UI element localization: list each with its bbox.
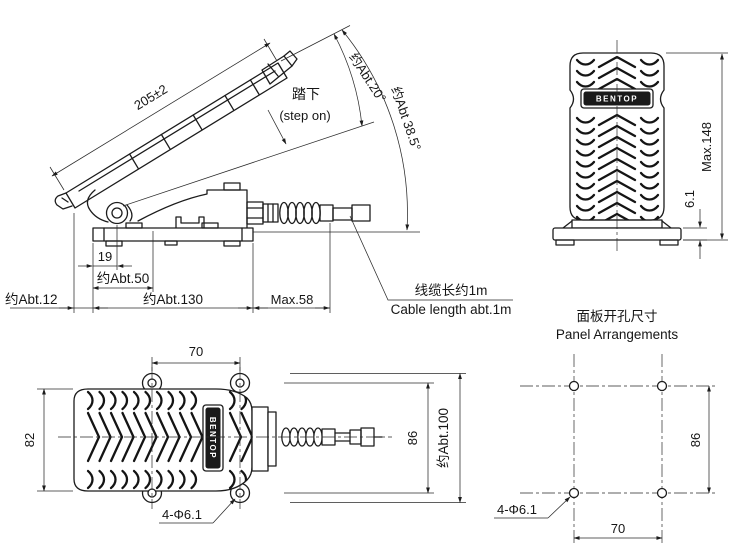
holes-callout-top [159,498,236,524]
panel-title-zh: 面板开孔尺寸 [577,309,658,324]
dim-abt-50-text: 约Abt.50 [97,271,150,286]
dim-6-1-text: 6.1 [682,190,697,208]
dim-abt-100 [290,373,466,503]
dim-86-top-text: 86 [405,431,420,445]
cable-cap [251,406,277,472]
cable-assembly [246,201,371,225]
cable-note-en: Cable length abt.1m [391,302,512,317]
dim-19-text: 19 [98,249,112,264]
brand-label-front: BENTOP [596,95,638,104]
dim-abt-100-text: 约Abt.100 [436,408,451,468]
dim-extension-lines [73,213,331,313]
dim-70-top-text: 70 [189,344,203,359]
pedal-plate [54,50,298,210]
dim-70-top [151,357,241,371]
holes-callout-panel [494,496,571,519]
dim-86-panel-text: 86 [688,433,703,447]
switch-body [92,182,254,247]
panel-title-en: Panel Arrangements [556,327,679,342]
dim-82 [37,388,73,492]
front-view: BENTOP Max.148 6.1 [552,40,728,259]
step-on-label-zh: 踏下 [292,86,320,102]
dim-max-148-text: Max.148 [699,122,714,172]
dim-angle-38 [341,29,410,231]
cable-note-zh: 线缆长约1m [415,283,488,298]
panel-view: 面板开孔尺寸 Panel Arrangements 86 70 4-Φ6.1 [494,309,716,543]
reference-lines [122,25,420,233]
dim-max-148 [666,52,728,241]
dim-abt-12-text: 约Abt.12 [5,292,58,307]
dim-70-panel-text: 70 [611,521,625,536]
brand-plate-front [580,88,654,109]
panel-holes [568,380,668,499]
brand-label-top: BENTOP [208,417,217,459]
holes-label-panel: 4-Φ6.1 [497,502,537,517]
dim-abt-130-text: 约Abt.130 [143,292,203,307]
cable-length-callout [349,215,513,301]
step-on-label-en: (step on) [279,108,330,123]
brand-plate-top [202,404,224,472]
step-on-arrow [267,109,287,145]
dim-82-text: 82 [22,433,37,447]
hinge-pivot [86,189,133,225]
dim-angle-20 [333,33,364,127]
dim-pedal-length [49,38,278,191]
top-view: BENTOP 70 [22,344,466,524]
dim-6-1 [683,209,707,259]
dim-pedal-length-text: 205±2 [131,81,170,113]
dim-max-58-text: Max.58 [271,292,314,307]
mounting-holes [147,378,245,498]
side-view: 205±2 约Abt.20° 约Abt 38.5° 踏下 (step on) 1… [5,25,513,317]
top-body-outline [73,388,253,492]
holes-label-top: 4-Φ6.1 [162,507,202,522]
dim-86-top [284,382,434,494]
dim-angle-38-text: 约Abt 38.5° [388,85,424,153]
